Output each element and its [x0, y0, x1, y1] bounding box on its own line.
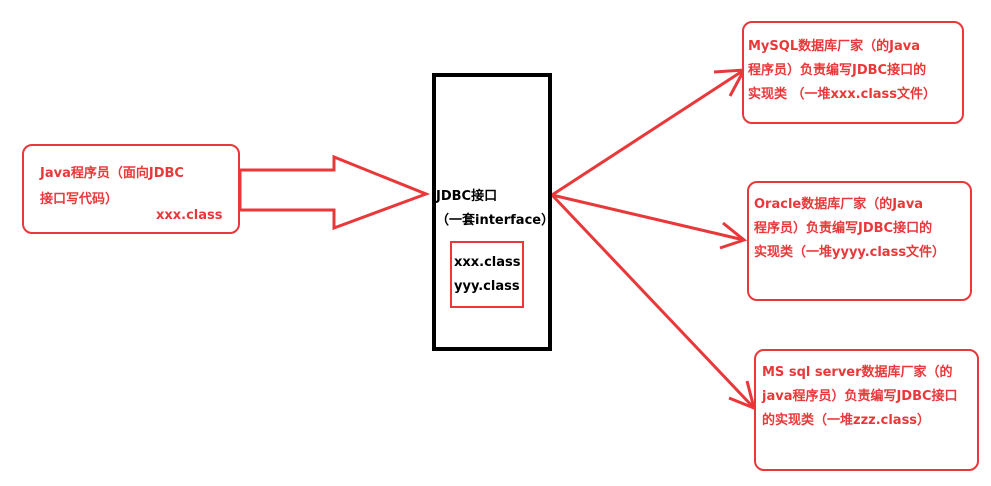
arrow-line-oracle [551, 193, 745, 242]
programmer-line-1: Java程序员（面向JDBC [40, 166, 184, 181]
class-yyy: yyy.class [454, 279, 520, 294]
jdbc-title: JDBC接口 [436, 189, 498, 204]
oracle-line-3: 实现类（一堆yyyy.class文件） [754, 245, 946, 260]
oracle-line-2: 程序员）负责编写JDBC接口的 [754, 221, 933, 236]
programmer-class: xxx.class [156, 208, 223, 223]
hollow-arrow [238, 154, 431, 231]
class-xxx: xxx.class [454, 255, 521, 270]
mssql-line-2: java程序员）负责编写JDBC接口 [762, 389, 958, 404]
mysql-vendor-box [742, 21, 964, 124]
mssql-vendor-box [754, 349, 979, 471]
oracle-vendor-box [747, 181, 972, 301]
programmer-box [22, 144, 240, 234]
mssql-line-3: 的实现类（一堆zzz.class） [762, 413, 931, 428]
mssql-line-1: MS sql server数据库厂家（的 [762, 365, 953, 380]
arrow-line-mssql [550, 193, 756, 410]
jdbc-subtitle: （一套interface） [436, 213, 555, 228]
mysql-line-2: 程序员）负责编写JDBC接口的 [748, 63, 927, 78]
programmer-line-2: 接口写代码） [40, 192, 119, 207]
mysql-line-3: 实现类 （一堆xxx.class文件） [748, 87, 937, 102]
mysql-line-1: MySQL数据库厂家（的Java [748, 39, 920, 54]
arrow-line-mysql [551, 68, 745, 197]
oracle-line-1: Oracle数据库厂家（的Java [754, 197, 924, 212]
jdbc-interface-box [432, 73, 552, 351]
arrow-head-oracle [719, 221, 748, 250]
implementation-classes-box [450, 241, 524, 308]
